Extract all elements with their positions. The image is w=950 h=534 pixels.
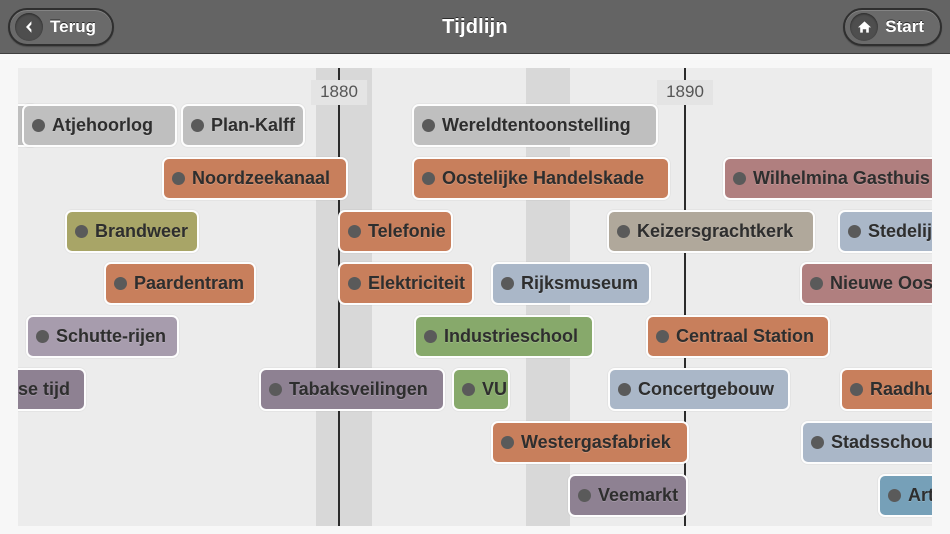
event-marker-dot-icon (501, 277, 514, 290)
timeline-event[interactable]: Concertgebouw (608, 368, 790, 411)
event-marker-dot-icon (850, 383, 863, 396)
timeline-event-label: Wereldtentoonstelling (442, 115, 631, 135)
back-button-label: Terug (50, 17, 96, 36)
timeline-event-label: Industrieschool (444, 326, 579, 346)
timeline-event[interactable]: Westergasfabriek (491, 421, 689, 464)
page-title: Tijdlijn (442, 16, 508, 38)
event-marker-dot-icon (656, 330, 669, 343)
timeline-event[interactable]: Art (878, 474, 932, 517)
timeline-event[interactable]: Keizersgrachtkerk (607, 210, 815, 253)
timeline-event-label: Keizersgrachtkerk (637, 221, 794, 241)
event-marker-dot-icon (733, 172, 746, 185)
year-tick-label: 1890 (657, 80, 713, 105)
timeline-event[interactable]: Tabaksveilingen (259, 368, 445, 411)
timeline-event[interactable]: Veemarkt (568, 474, 688, 517)
timeline-event[interactable]: Brandweer (65, 210, 199, 253)
event-marker-dot-icon (75, 225, 88, 238)
timeline-event[interactable]: Wilhelmina Gasthuis (723, 157, 932, 200)
timeline-event-label: Atjehoorlog (52, 115, 153, 135)
event-marker-dot-icon (618, 383, 631, 396)
timeline-event[interactable]: Plan-Kalff (181, 104, 305, 147)
timeline-event-label: Nieuwe Oosterbegraafplaats (830, 273, 932, 293)
event-marker-dot-icon (578, 489, 591, 502)
event-marker-dot-icon (348, 225, 361, 238)
timeline-event-label: Oostelijke Handelskade (442, 168, 645, 188)
timeline-event-label: Art (908, 485, 932, 505)
timeline-event[interactable]: VU (452, 368, 510, 411)
timeline-event[interactable]: se tijd (18, 368, 86, 411)
timeline-event-label: Brandweer (95, 221, 189, 241)
event-marker-dot-icon (422, 172, 435, 185)
timeline-event[interactable]: Paardentram (104, 262, 256, 305)
timeline-event-label: Stadsschouwburg (831, 432, 932, 452)
event-marker-dot-icon (462, 383, 475, 396)
navigation-bar: Terug Tijdlijn Start (0, 0, 950, 54)
timeline-event-label: Noordzeekanaal (192, 168, 331, 188)
timeline-event-label: Schutte-rijen (56, 326, 167, 346)
timeline-event-label: Telefonie (368, 221, 446, 241)
home-button[interactable]: Start (843, 8, 942, 46)
timeline-event[interactable]: Schutte-rijen (26, 315, 179, 358)
timeline-event-label: Paardentram (134, 273, 245, 293)
event-marker-dot-icon (32, 119, 45, 132)
event-marker-dot-icon (269, 383, 282, 396)
timeline-event[interactable]: Wereldtentoonstelling (412, 104, 658, 147)
event-marker-dot-icon (422, 119, 435, 132)
timeline-event[interactable]: Centraal Station (646, 315, 830, 358)
timeline-event[interactable]: Noordzeekanaal (162, 157, 348, 200)
timeline-event[interactable]: Raadhuisstraat (840, 368, 932, 411)
event-marker-dot-icon (36, 330, 49, 343)
year-tick-line (684, 68, 686, 526)
event-marker-dot-icon (888, 489, 901, 502)
timeline-event-label: Raadhuisstraat (870, 379, 932, 399)
timeline-event-label: Rijksmuseum (521, 273, 639, 293)
timeline-canvas[interactable]: Eerste Boerenoorlog (1880Nederlandse lan… (18, 68, 932, 526)
timeline-event-label: Veemarkt (598, 485, 679, 505)
timeline-event-label: Centraal Station (676, 326, 815, 346)
timeline-event-label: Wilhelmina Gasthuis (753, 168, 930, 188)
home-button-label: Start (885, 17, 924, 36)
timeline-event[interactable]: Atjehoorlog (22, 104, 177, 147)
timeline-event[interactable]: Industrieschool (414, 315, 594, 358)
event-marker-dot-icon (501, 436, 514, 449)
timeline-event[interactable]: Oostelijke Handelskade (412, 157, 670, 200)
timeline-event-label: Elektriciteit (368, 273, 466, 293)
timeline-event[interactable]: Elektriciteit (338, 262, 474, 305)
event-marker-dot-icon (848, 225, 861, 238)
timeline-event[interactable]: Telefonie (338, 210, 453, 253)
home-icon (850, 13, 879, 41)
event-marker-dot-icon (348, 277, 361, 290)
timeline-event[interactable]: Stadsschouwburg (801, 421, 932, 464)
timeline-event-label: Plan-Kalff (211, 115, 296, 135)
chevron-left-icon (15, 13, 43, 41)
timeline-event-label: Stedelijk Museum (868, 221, 932, 241)
event-marker-dot-icon (617, 225, 630, 238)
timeline-event-label: Concertgebouw (638, 379, 775, 399)
timeline-event-label: VU (482, 379, 508, 399)
event-marker-dot-icon (114, 277, 127, 290)
event-marker-dot-icon (191, 119, 204, 132)
timeline-event[interactable]: Rijksmuseum (491, 262, 651, 305)
timeline-event-label: se tijd (18, 379, 71, 399)
event-marker-dot-icon (424, 330, 437, 343)
event-marker-dot-icon (810, 277, 823, 290)
event-marker-dot-icon (811, 436, 824, 449)
event-marker-dot-icon (172, 172, 185, 185)
timeline-event-label: Tabaksveilingen (289, 379, 428, 399)
back-button[interactable]: Terug (8, 8, 114, 46)
year-tick-label: 1880 (311, 80, 367, 105)
timeline-event-label: Westergasfabriek (521, 432, 671, 452)
timeline-event[interactable]: Stedelijk Museum (838, 210, 932, 253)
timeline-event[interactable]: Nieuwe Oosterbegraafplaats (800, 262, 932, 305)
